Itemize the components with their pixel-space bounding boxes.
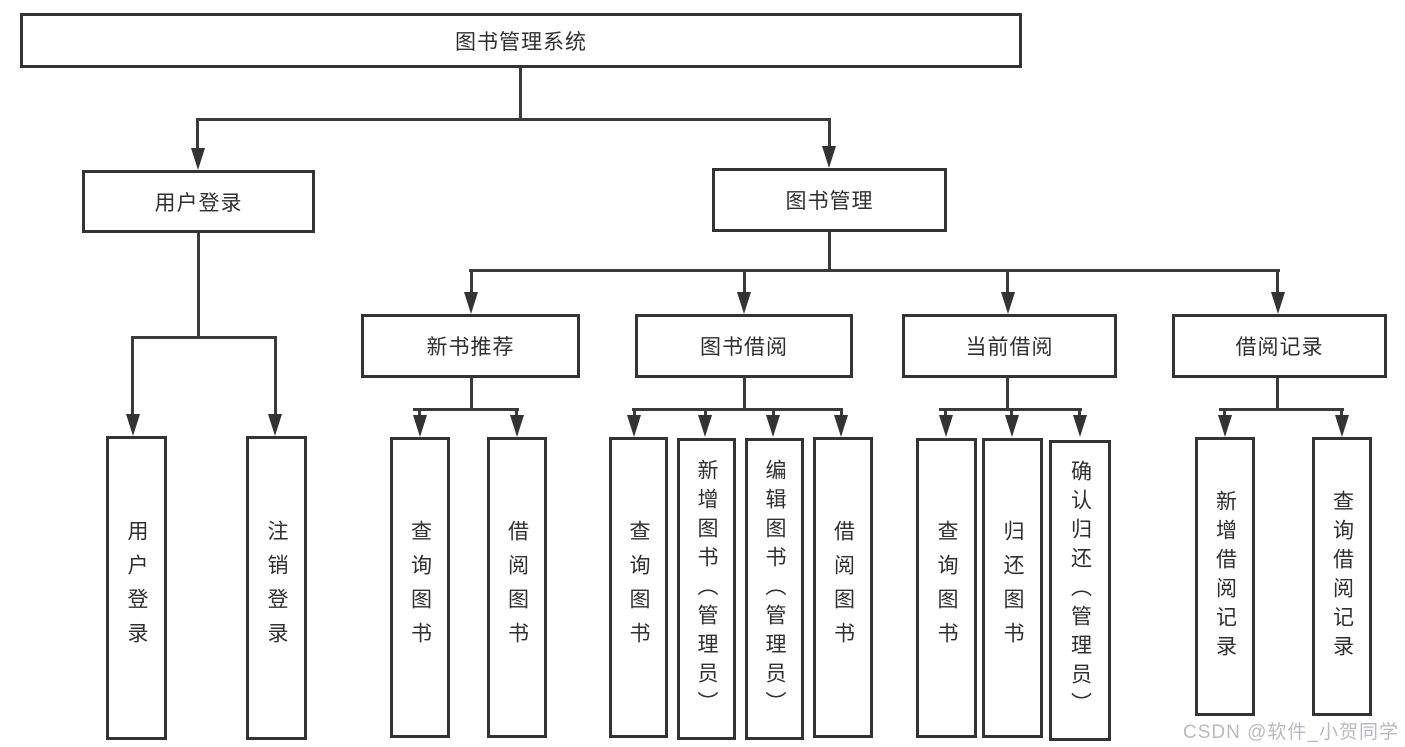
connector-line-v xyxy=(743,269,746,294)
connector-line-v xyxy=(470,378,473,411)
connector-line-v xyxy=(470,269,473,294)
connector-line-v xyxy=(840,408,843,417)
leaf-logout: 注销登录 xyxy=(246,436,307,740)
connector-line-v xyxy=(772,408,775,417)
arrow-down-icon xyxy=(1218,415,1232,437)
connector-line-v xyxy=(418,408,421,417)
leaf-query-books: 查询图书 xyxy=(916,438,977,738)
leaf-query-books: 查询图书 xyxy=(390,437,450,738)
leaf-add-book-admin: 新增图书（管理员） xyxy=(677,438,736,740)
connector-line-h xyxy=(413,408,519,411)
leaf-query-borrow-record: 查询借阅记录 xyxy=(1312,437,1372,716)
arrow-down-icon xyxy=(126,414,140,436)
arrow-down-icon xyxy=(834,415,848,437)
connector-line-v xyxy=(1006,378,1009,411)
connector-line-v xyxy=(828,118,831,148)
connector-line-v xyxy=(515,408,518,417)
connector-line-v xyxy=(131,336,134,416)
connector-line-v xyxy=(1223,408,1226,417)
connector-line-v xyxy=(944,408,947,417)
connector-line-v xyxy=(196,118,199,150)
arrow-down-icon xyxy=(766,415,780,437)
connector-line-v xyxy=(1340,408,1343,417)
connector-line-v xyxy=(1010,408,1013,417)
leaf-borrow-books: 借阅图书 xyxy=(813,437,873,738)
leaf-return-books: 归还图书 xyxy=(982,438,1043,738)
node-borrow-records: 借阅记录 xyxy=(1172,314,1387,378)
connector-line-v xyxy=(828,232,831,272)
arrow-down-icon xyxy=(939,415,953,437)
connector-line-h xyxy=(469,269,1280,272)
arrow-down-icon xyxy=(627,415,641,437)
arrow-down-icon xyxy=(510,415,524,437)
leaf-query-books: 查询图书 xyxy=(609,437,668,738)
connector-line-v xyxy=(1078,408,1081,417)
arrow-down-icon xyxy=(413,415,427,437)
arrow-down-icon xyxy=(698,415,712,437)
connector-line-v xyxy=(1006,269,1009,294)
leaf-confirm-return-admin: 确认归还（管理员） xyxy=(1049,440,1111,741)
node-new-book-recommend: 新书推荐 xyxy=(361,314,580,378)
node-book-management: 图书管理 xyxy=(712,168,947,232)
node-current-borrow: 当前借阅 xyxy=(902,314,1117,378)
arrow-down-icon xyxy=(822,146,836,168)
connector-line-v xyxy=(519,68,522,121)
connector-line-v xyxy=(704,408,707,417)
leaf-add-borrow-record: 新增借阅记录 xyxy=(1195,437,1255,716)
node-user-login: 用户登录 xyxy=(82,170,315,233)
arrow-down-icon xyxy=(1001,292,1015,314)
node-root: 图书管理系统 xyxy=(20,13,1022,68)
connector-line-h xyxy=(196,118,831,121)
connector-line-v xyxy=(633,408,636,417)
connector-line-v xyxy=(1276,269,1279,294)
arrow-down-icon xyxy=(464,292,478,314)
node-book-borrow: 图书借阅 xyxy=(635,314,853,378)
arrow-down-icon xyxy=(191,148,205,170)
arrow-down-icon xyxy=(1271,292,1285,314)
csdn-watermark: CSDN @软件_小贺同学 xyxy=(1183,722,1399,743)
connector-line-h xyxy=(632,408,843,411)
arrow-down-icon xyxy=(268,414,282,436)
connector-line-v xyxy=(274,336,277,416)
arrow-down-icon xyxy=(1335,415,1349,437)
leaf-edit-book-admin: 编辑图书（管理员） xyxy=(745,438,804,740)
connector-line-v xyxy=(197,233,200,339)
connector-line-v xyxy=(1276,378,1279,411)
connector-line-v xyxy=(743,378,746,411)
arrow-down-icon xyxy=(737,292,751,314)
arrow-down-icon xyxy=(1073,415,1087,437)
leaf-user-login: 用户登录 xyxy=(106,436,167,740)
leaf-borrow-books: 借阅图书 xyxy=(487,437,547,738)
arrow-down-icon xyxy=(1005,415,1019,437)
connector-line-h xyxy=(1219,408,1344,411)
connector-line-h xyxy=(131,336,277,339)
